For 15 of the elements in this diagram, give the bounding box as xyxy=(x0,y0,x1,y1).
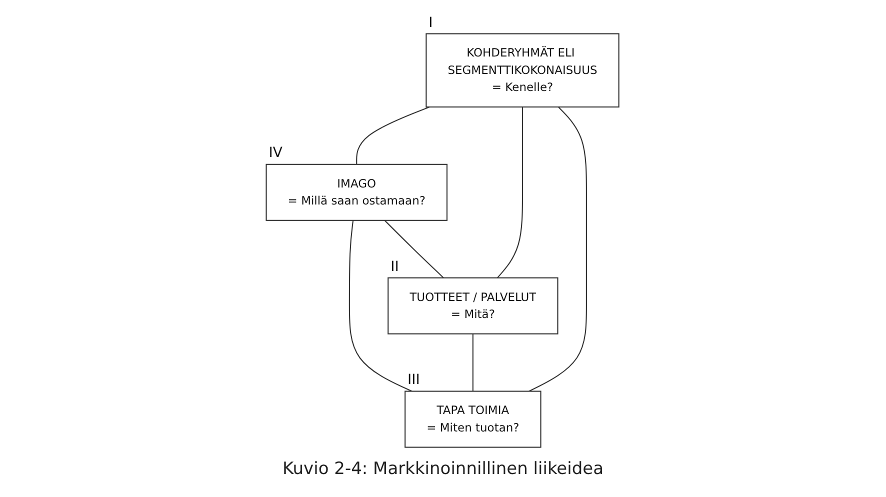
connector xyxy=(529,106,588,392)
connector xyxy=(349,220,413,392)
connector xyxy=(497,106,524,278)
node-box: TAPA TOIMIA = Miten tuotan? xyxy=(405,390,542,448)
roman-numeral: II xyxy=(390,258,399,276)
connector xyxy=(472,334,474,392)
connector xyxy=(384,220,444,278)
roman-numeral: III xyxy=(408,371,420,390)
figure-caption: Kuvio 2-4: Markkinoinnillinen liikeidea xyxy=(282,459,604,479)
roman-numeral: I xyxy=(428,14,433,32)
node-box: TUOTTEET / PALVELUT = Mitä? xyxy=(388,277,559,334)
node-box: IMAGO = Millä saan ostamaan? xyxy=(266,164,448,221)
roman-numeral: IV xyxy=(268,144,282,162)
node-box: KOHDERYHMÄT ELI SEGMENTTIKOKONAISUUS = Kenelle? xyxy=(426,33,620,108)
connector xyxy=(356,106,430,164)
